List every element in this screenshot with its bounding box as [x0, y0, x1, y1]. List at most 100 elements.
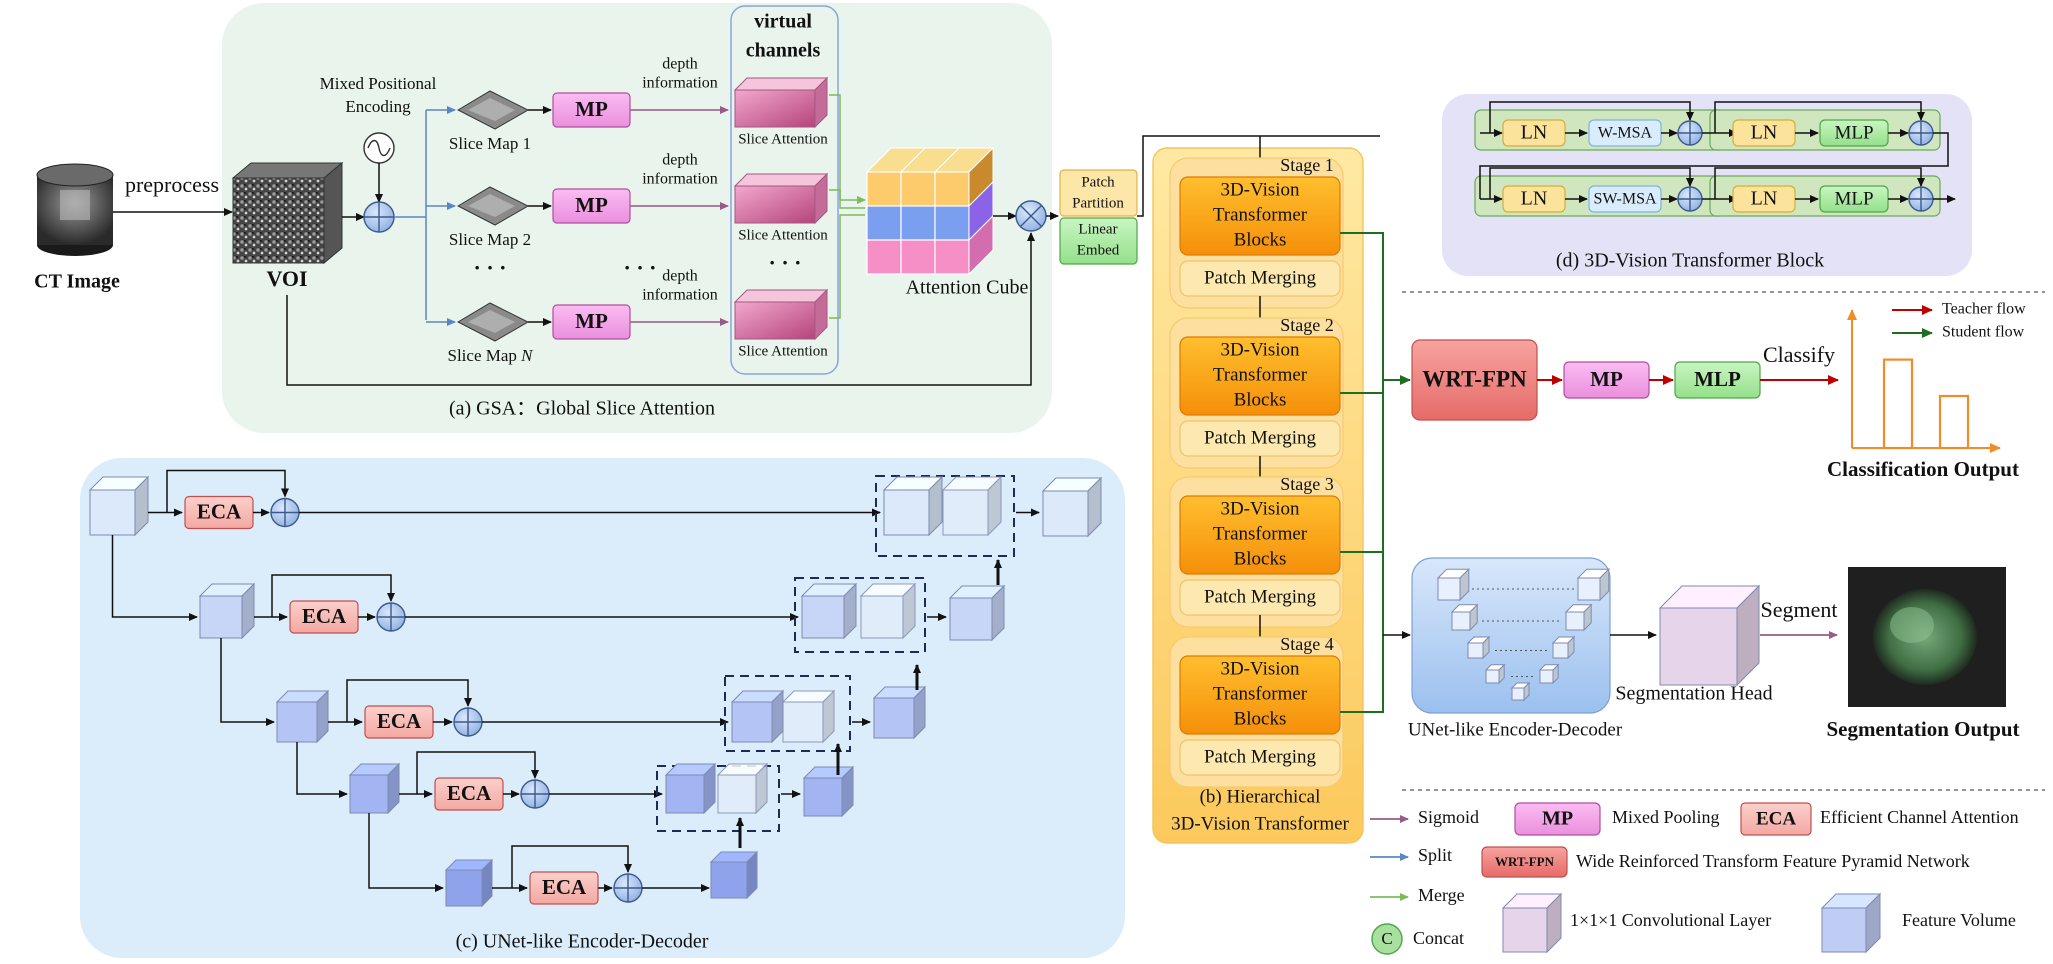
unet-mini-dec-3: [1551, 635, 1576, 660]
ln-1-1-label: LN: [1521, 122, 1548, 144]
attention-ellipsis: · · ·: [768, 250, 801, 275]
mp-block-1-label: MP: [575, 97, 608, 121]
transformer-caption-1: (b) Hierarchical: [1200, 786, 1321, 807]
depth-label-b-2: information: [642, 171, 718, 188]
unet-mini-enc-3: [1466, 635, 1491, 660]
eca-skip-arrow-1: [166, 469, 289, 513]
merge-arrow-1: [829, 94, 866, 204]
legend-eca-box: [1740, 802, 1812, 836]
legend-eca-box-label: ECA: [1756, 808, 1796, 829]
downsample-arrow-3: [296, 742, 348, 798]
encoder-volume-4: [348, 762, 401, 815]
linear-embed-block: [1059, 217, 1138, 265]
upsampled-volume-3: [781, 689, 836, 744]
transformer-blocks-2: [1179, 336, 1341, 416]
slice-ellipsis: · · ·: [473, 255, 506, 280]
skip-volume-3: [730, 689, 785, 744]
mp-block-3-label: MP: [575, 309, 608, 333]
concat-frame-1: [875, 475, 1015, 557]
eca-sum-node-3: [453, 707, 483, 737]
legend-merge-label: Merge: [1418, 885, 1465, 905]
legend-feature-label: Feature Volume: [1902, 910, 2016, 930]
upsampled-volume-2: [859, 582, 917, 640]
slice-attention-label-1: Slice Attention: [738, 131, 828, 147]
legend-conv-cube: [1501, 892, 1563, 954]
transformer-blocks-label-a-2: 3D-Vision: [1220, 339, 1300, 360]
mlp-block-2-label: MLP: [1834, 188, 1873, 209]
legend-concat-label: Concat: [1413, 928, 1464, 948]
depth-label-a-3: depth: [662, 268, 698, 285]
legend-mp-label: Mixed Pooling: [1612, 807, 1720, 827]
eca-block-3-label: ECA: [377, 709, 422, 733]
unet-mini-enc-4: [1484, 663, 1506, 685]
legend-sigmoid-label: Sigmoid: [1418, 807, 1479, 827]
stage-label-2: Stage 2: [1280, 315, 1334, 335]
positional-encoding-icon: [363, 132, 395, 164]
patch-merging-label-2: Patch Merging: [1204, 427, 1317, 448]
downsample-arrow-2: [220, 638, 275, 726]
eca-skip-arrow-5: [511, 845, 632, 888]
decoder-volume-1: [1041, 476, 1103, 538]
ct-image: [36, 163, 114, 256]
merge-arrow-2: [829, 189, 865, 209]
encoder-volume-1: [88, 475, 150, 537]
eca-skip-arrow-4: [416, 751, 539, 794]
transformer-blocks-label-c-2: Blocks: [1234, 389, 1287, 410]
slice-map-label-2: Slice Map 2: [449, 230, 531, 249]
linear-embed-label-2: Embed: [1077, 242, 1120, 258]
attention-cube: [865, 146, 995, 276]
slice-attention-label-2: Slice Attention: [738, 227, 828, 243]
concat-frame-3: [724, 675, 851, 752]
classify-mp-block-label: MP: [1590, 367, 1623, 391]
gsa-multiply-node: [1015, 200, 1047, 232]
voi-label: VOI: [266, 266, 307, 291]
slice-attention-1: [733, 76, 829, 129]
unet-caption: (c) UNet-like Encoder-Decoder: [456, 931, 709, 953]
segmentation-output-image: [1848, 567, 2006, 707]
legend-wrt-label: Wide Reinforced Transform Feature Pyrami…: [1576, 851, 1970, 871]
transformer-blocks-4: [1179, 655, 1341, 735]
upsampled-volume-1: [941, 475, 1003, 537]
unet-mini-enc-2: [1450, 603, 1479, 632]
mpe-label-2: Encoding: [345, 97, 411, 116]
eca-block-2-label: ECA: [302, 604, 347, 628]
student-legend-label: Student flow: [1942, 324, 2025, 341]
unet-mini-dec-4: [1538, 663, 1560, 685]
virtual-channels-label-1: virtual: [754, 11, 812, 33]
block-skip-b-1: [1714, 101, 1925, 133]
legend-eca-label: Efficient Channel Attention: [1820, 807, 2019, 827]
transformer-blocks-label-c-1: Blocks: [1234, 229, 1287, 250]
attention-cube-label: Attention Cube: [906, 277, 1029, 299]
segmentation-output-label: Segmentation Output: [1826, 717, 2019, 741]
transformer-blocks-3: [1179, 495, 1341, 575]
transformer-blocks-label-c-3: Blocks: [1234, 548, 1287, 569]
unet-mini-dec-1: [1576, 567, 1611, 602]
ln-2-1-label: LN: [1751, 122, 1778, 144]
concat-frame-4: [656, 765, 780, 832]
transformer-blocks-label-b-3: Transformer: [1213, 523, 1308, 544]
gsa-caption: (a) GSA：Global Slice Attention: [449, 398, 715, 420]
skip-volume-1: [882, 475, 944, 537]
bottleneck-decoder-volume: [709, 850, 759, 900]
depth-label-a-2: depth: [662, 152, 698, 169]
depth-label-a-1: depth: [662, 56, 698, 73]
classify-mlp-block-label: MLP: [1694, 367, 1741, 391]
block-detail-caption: (d) 3D-Vision Transformer Block: [1556, 250, 1824, 272]
concat-frame-2: [794, 577, 926, 653]
mpe-label-1: Mixed Positional: [320, 74, 437, 93]
slice-attention-label-3: Slice Attention: [738, 343, 828, 359]
legend-conv-label: 1×1×1 Convolutional Layer: [1570, 910, 1771, 930]
depth-label-b-3: information: [642, 287, 718, 304]
stage-label-4: Stage 4: [1280, 634, 1334, 654]
decoder-volume-2: [948, 584, 1006, 642]
transformer-caption-2: 3D-Vision Transformer: [1171, 813, 1349, 834]
preprocess-label: preprocess: [125, 172, 219, 197]
ln-1-2-label: LN: [1521, 188, 1548, 210]
transformer-blocks-label-a-4: 3D-Vision: [1220, 658, 1300, 679]
transformer-blocks-label-b-1: Transformer: [1213, 204, 1308, 225]
teacher-legend-label: Teacher flow: [1942, 301, 2026, 318]
transformer-blocks-label-a-1: 3D-Vision: [1220, 179, 1300, 200]
student-line-1: [1340, 232, 1384, 380]
eca-sum-node-1: [270, 497, 300, 528]
